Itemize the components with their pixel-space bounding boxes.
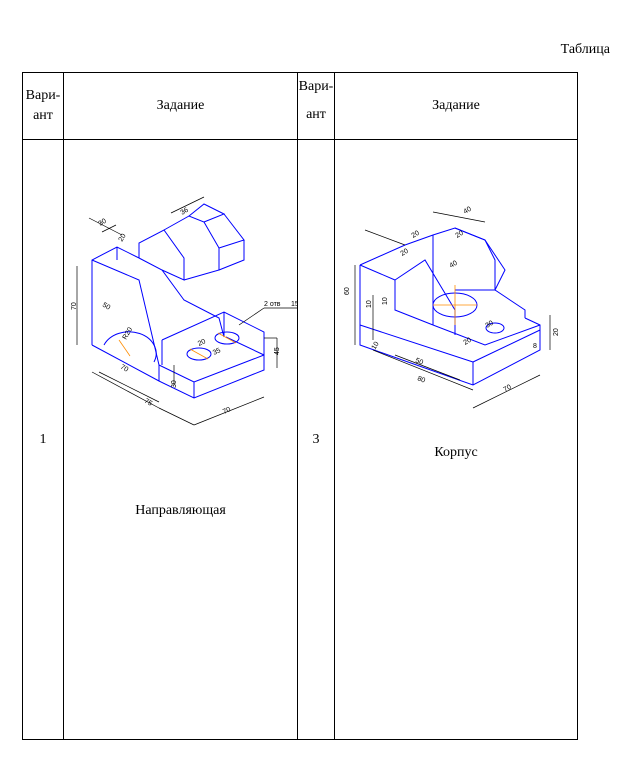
axis-lines bbox=[118, 332, 237, 360]
dim-label: 45 bbox=[274, 347, 281, 355]
header-task-right: Задание bbox=[334, 72, 578, 140]
variant-number-right: 3 bbox=[297, 139, 335, 740]
dim-label: 36 bbox=[180, 207, 190, 217]
dim-label: 15 bbox=[291, 301, 297, 308]
dimension-labels: 40 20 20 20 40 60 10 10 10 50 80 30 20 7… bbox=[344, 206, 560, 394]
drawing-korpus: 40 20 20 20 40 60 10 10 10 50 80 30 20 7… bbox=[344, 206, 560, 409]
dim-label: 20 bbox=[118, 233, 128, 243]
dim-label: 70 bbox=[119, 364, 129, 374]
axis-lines bbox=[433, 285, 477, 325]
header-variant-left: Вари- ант bbox=[22, 72, 64, 140]
dim-label: 30 bbox=[171, 380, 178, 388]
part-name-left: Направляющая bbox=[135, 503, 226, 518]
drawing-napravlyayushchaya: 30 20 36 70 R20 50 70 75 70 30 20 35 45 … bbox=[71, 196, 297, 426]
header-task-left: Задание bbox=[63, 72, 298, 140]
task-table: Вари- ант Задание Вари- ант Задание 1 bbox=[22, 72, 578, 740]
dimension-lines bbox=[76, 196, 297, 426]
table-row: 1 bbox=[22, 139, 578, 740]
dim-label: 60 bbox=[344, 287, 351, 295]
header-variant-right: Вари- ант bbox=[297, 72, 335, 140]
dim-label: 20 bbox=[400, 248, 410, 258]
part-name-right: Корпус bbox=[434, 445, 478, 460]
dim-label: 30 bbox=[98, 218, 108, 228]
dim-label: 50 bbox=[414, 357, 424, 366]
dim-label: 2 отв bbox=[264, 301, 281, 308]
task-cell-left: 30 20 36 70 R20 50 70 75 70 30 20 35 45 … bbox=[63, 139, 298, 740]
dim-label: 80 bbox=[416, 375, 426, 384]
task-cell-right: 40 20 20 20 40 60 10 10 10 50 80 30 20 7… bbox=[334, 139, 578, 740]
header-variant-left-line1: Вари- bbox=[25, 88, 61, 103]
dim-label: 50 bbox=[101, 302, 111, 312]
dimension-labels: 30 20 36 70 R20 50 70 75 70 30 20 35 45 … bbox=[71, 207, 297, 416]
dim-label: 20 bbox=[411, 230, 421, 240]
dimension-lines bbox=[354, 211, 551, 409]
dim-label: 75 bbox=[143, 398, 153, 408]
table-caption: Таблица bbox=[560, 42, 610, 57]
dim-label: 30 bbox=[485, 320, 495, 330]
dim-label: 35 bbox=[212, 347, 222, 357]
dim-label: 20 bbox=[553, 328, 560, 336]
dim-label: 20 bbox=[455, 230, 465, 240]
dim-label: 10 bbox=[382, 297, 389, 305]
dim-label: 70 bbox=[503, 384, 513, 394]
dim-label: 70 bbox=[222, 406, 232, 416]
dim-label: 40 bbox=[449, 260, 459, 270]
dim-label: 70 bbox=[71, 302, 78, 310]
dim-label: 40 bbox=[463, 206, 473, 216]
dim-label: R20 bbox=[122, 326, 135, 341]
header-variant-right-line2: ант bbox=[306, 107, 326, 122]
part-outline bbox=[359, 227, 541, 386]
dim-label: 20 bbox=[197, 338, 207, 348]
header-variant-right-line1: Вари- bbox=[298, 79, 334, 94]
dim-label: 20 bbox=[463, 337, 473, 347]
dim-label: 8 bbox=[533, 343, 537, 350]
variant-number-left: 1 bbox=[22, 139, 64, 740]
header-variant-left-line2: ант bbox=[33, 108, 53, 123]
dim-label: 10 bbox=[371, 341, 381, 351]
dim-label: 10 bbox=[366, 300, 373, 308]
table-header-row: Вари- ант Задание Вари- ант Задание bbox=[22, 72, 578, 140]
